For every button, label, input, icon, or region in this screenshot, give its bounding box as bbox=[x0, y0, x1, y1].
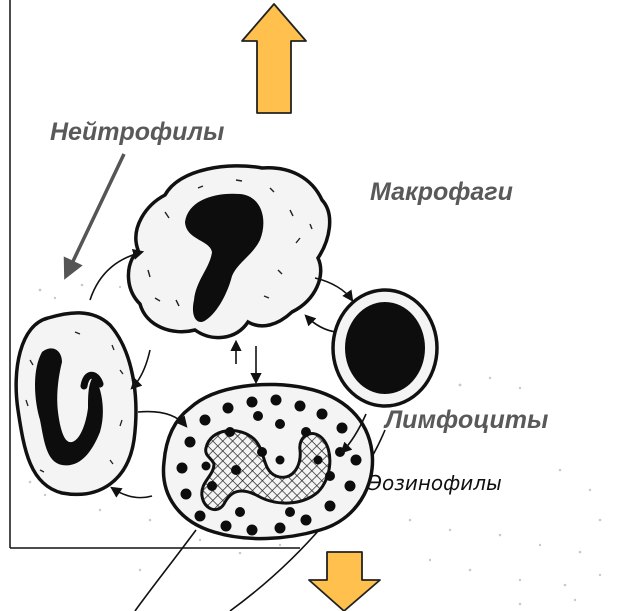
label-lymphocytes: Лимфоциты bbox=[383, 406, 548, 434]
macrophage-cell bbox=[128, 166, 329, 338]
neutrophil-cell bbox=[16, 313, 136, 495]
eosinophil-cell bbox=[163, 384, 372, 538]
label-neutrophils: Нейтрофилы bbox=[50, 118, 224, 146]
lymphocyte-nucleus bbox=[345, 302, 425, 394]
up-arrow-icon bbox=[242, 4, 306, 113]
neutrophil-pointer-arrow bbox=[66, 154, 124, 276]
label-eosinophils: Эозинофилы bbox=[367, 471, 502, 495]
lymphocyte-cell bbox=[333, 290, 437, 406]
down-arrow-icon bbox=[309, 552, 380, 611]
label-macrophages: Макрофаги bbox=[370, 178, 513, 206]
